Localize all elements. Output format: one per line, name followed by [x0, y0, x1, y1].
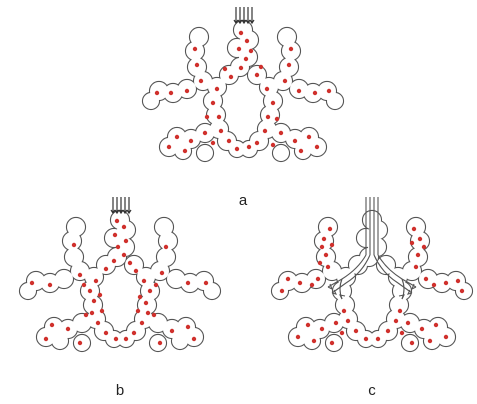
inlet-arrows-a: [234, 7, 254, 23]
inlet-arrows-b: [111, 197, 131, 213]
panel-c: [272, 197, 472, 351]
lobe-network-c: [272, 211, 472, 351]
lobe-network-a: [143, 21, 343, 161]
lobe-network-b: [20, 211, 220, 351]
panel-label-a: a: [239, 192, 248, 209]
panel-a: [143, 7, 343, 161]
panel-label-c: c: [368, 382, 376, 399]
panel-label-b: b: [116, 382, 124, 399]
panel-b: [20, 197, 220, 351]
